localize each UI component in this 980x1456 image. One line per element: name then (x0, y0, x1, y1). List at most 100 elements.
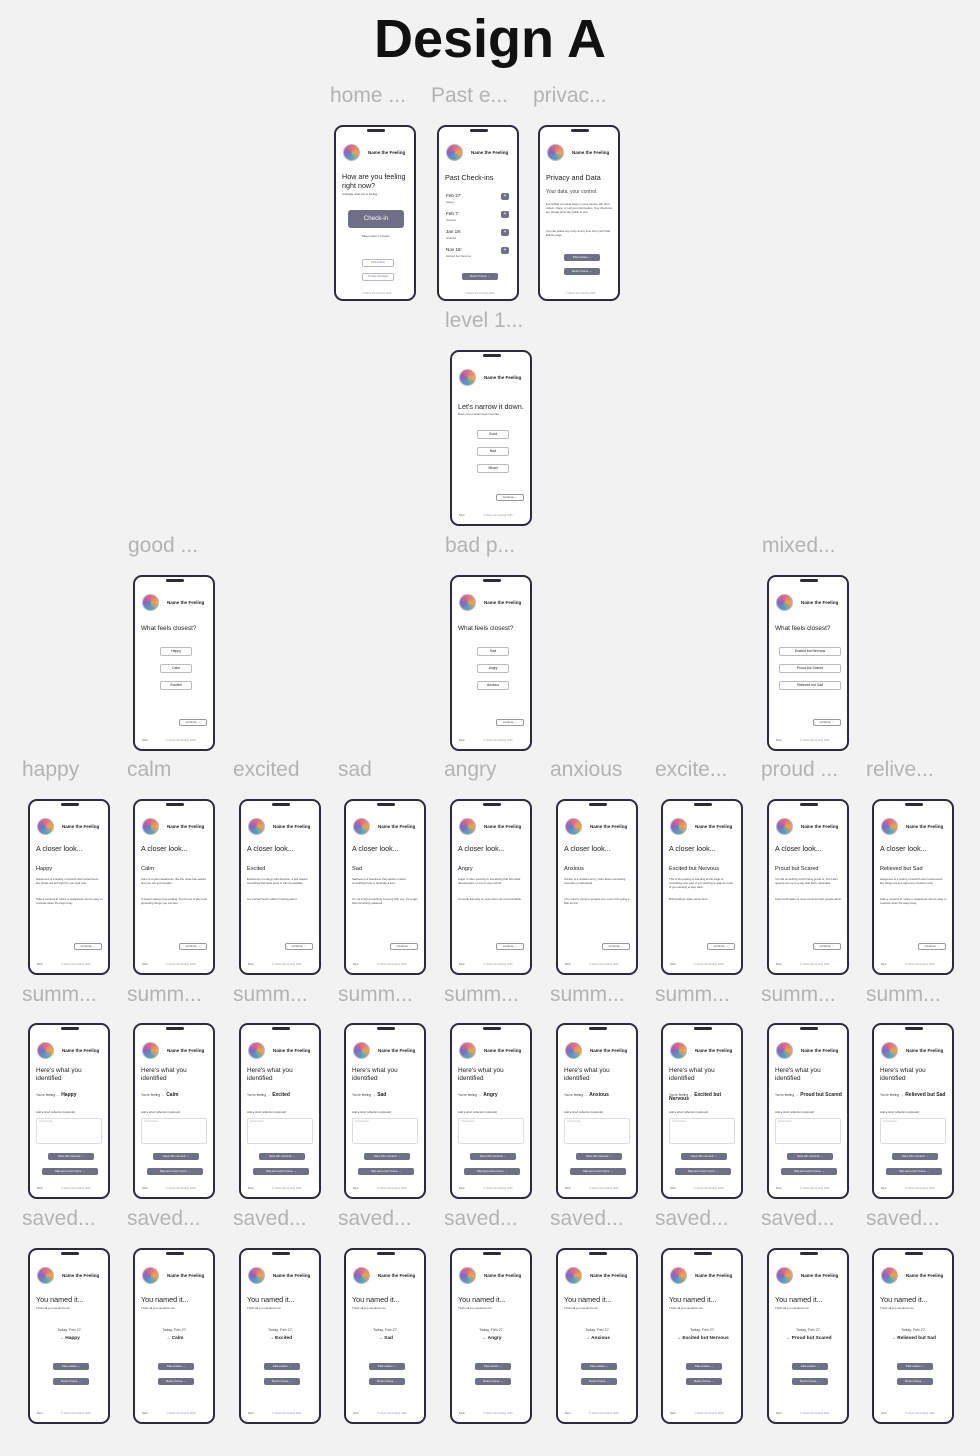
return-home-button[interactable]: Return home → (792, 1378, 828, 1385)
continue-button[interactable]: Continue → (179, 943, 207, 950)
skip-return-button[interactable]: Skip and return home → (253, 1168, 309, 1175)
reflection-input[interactable]: Placeholder (352, 1118, 418, 1144)
back-link[interactable]: Back (459, 739, 465, 742)
option-relieved-but-sad[interactable]: Relieved but Sad (779, 681, 841, 690)
back-link[interactable]: Back (670, 1187, 676, 1190)
past-entries-button[interactable]: Past entries → (564, 254, 600, 261)
back-link[interactable]: Back (881, 1412, 887, 1415)
option-excited-but-nervous[interactable]: Excited but Nervous (779, 647, 841, 656)
return-home-button[interactable]: Return home → (475, 1378, 511, 1385)
back-link[interactable]: Back (142, 739, 148, 742)
past-entries-button[interactable]: Past entries → (475, 1363, 511, 1370)
save-moment-button[interactable]: Save this moment → (681, 1153, 727, 1160)
reflection-input[interactable]: Placeholder (36, 1118, 102, 1144)
option-bad[interactable]: Bad (477, 447, 509, 456)
return-home-button[interactable]: Return home → (369, 1378, 405, 1385)
back-link[interactable]: Back (248, 1187, 254, 1190)
reflection-input[interactable]: Placeholder (669, 1118, 735, 1144)
option-anxious[interactable]: Anxious (477, 681, 509, 690)
continue-button[interactable]: Continue → (918, 943, 946, 950)
skip-return-button[interactable]: Skip and return home → (570, 1168, 626, 1175)
past-entries-button[interactable]: Past entries → (897, 1363, 933, 1370)
back-link[interactable]: Back (459, 514, 465, 517)
continue-button[interactable]: Continue → (74, 943, 102, 950)
back-link[interactable]: Back (565, 1187, 571, 1190)
back-link[interactable]: Back (565, 1412, 571, 1415)
option-angry[interactable]: Angry (477, 664, 509, 673)
save-moment-button[interactable]: Save this moment → (787, 1153, 833, 1160)
back-link[interactable]: Back (776, 1187, 782, 1190)
return-home-button[interactable]: Return home → (686, 1378, 722, 1385)
past-entries-button[interactable]: Past entries → (369, 1363, 405, 1370)
reflection-input[interactable]: Placeholder (247, 1118, 313, 1144)
back-link[interactable]: Back (776, 1412, 782, 1415)
back-link[interactable]: Back (881, 963, 887, 966)
expand-entry-button[interactable]: + (501, 193, 509, 200)
skip-return-button[interactable]: Skip and return home → (781, 1168, 837, 1175)
save-moment-button[interactable]: Save this moment → (470, 1153, 516, 1160)
skip-return-button[interactable]: Skip and return home → (464, 1168, 520, 1175)
past-entries-button[interactable]: Past entries → (686, 1363, 722, 1370)
back-link[interactable]: Back (670, 963, 676, 966)
skip-return-button[interactable]: Skip and return home → (675, 1168, 731, 1175)
back-link[interactable]: Back (670, 1412, 676, 1415)
past-entries-button[interactable]: Past entries → (264, 1363, 300, 1370)
continue-button[interactable]: Continue → (813, 719, 841, 726)
back-link[interactable]: Back (459, 963, 465, 966)
option-good[interactable]: Good (477, 430, 509, 439)
option-mixed[interactable]: Mixed (477, 464, 509, 473)
skip-return-button[interactable]: Skip and return home → (147, 1168, 203, 1175)
back-link[interactable]: Back (142, 1412, 148, 1415)
return-home-button[interactable]: Return home → (897, 1378, 933, 1385)
continue-button[interactable]: Continue → (496, 494, 524, 501)
back-link[interactable]: Back (353, 1412, 359, 1415)
expand-entry-button[interactable]: + (501, 247, 509, 254)
save-moment-button[interactable]: Save this moment → (48, 1153, 94, 1160)
back-link[interactable]: Back (353, 963, 359, 966)
return-home-button[interactable]: Return home → (564, 268, 600, 275)
reflection-input[interactable]: Placeholder (775, 1118, 841, 1144)
past-entries-link[interactable]: Past entries (362, 259, 394, 267)
option-excited[interactable]: Excited (160, 681, 192, 690)
continue-button[interactable]: Continue → (390, 943, 418, 950)
checkin-button[interactable]: Check-in (348, 210, 404, 228)
skip-return-button[interactable]: Skip and return home → (358, 1168, 414, 1175)
back-link[interactable]: Back (248, 1412, 254, 1415)
continue-button[interactable]: Continue → (285, 943, 313, 950)
back-link[interactable]: Back (459, 1412, 465, 1415)
back-link[interactable]: Back (142, 963, 148, 966)
save-moment-button[interactable]: Save this moment → (259, 1153, 305, 1160)
return-home-button[interactable]: Return home → (581, 1378, 617, 1385)
back-link[interactable]: Back (776, 963, 782, 966)
back-link[interactable]: Back (37, 1187, 43, 1190)
return-home-button[interactable]: Return home → (264, 1378, 300, 1385)
past-entries-button[interactable]: Past entries → (581, 1363, 617, 1370)
continue-button[interactable]: Continue → (707, 943, 735, 950)
reflection-input[interactable]: Placeholder (880, 1118, 946, 1144)
expand-entry-button[interactable]: + (501, 229, 509, 236)
save-moment-button[interactable]: Save this moment → (576, 1153, 622, 1160)
back-link[interactable]: Back (37, 1412, 43, 1415)
back-link[interactable]: Back (37, 963, 43, 966)
option-sad[interactable]: Sad (477, 647, 509, 656)
back-link[interactable]: Back (248, 963, 254, 966)
continue-button[interactable]: Continue → (179, 719, 207, 726)
return-home-button[interactable]: Return home → (462, 273, 498, 280)
back-link[interactable]: Back (459, 1187, 465, 1190)
return-home-button[interactable]: Return home → (158, 1378, 194, 1385)
save-moment-button[interactable]: Save this moment → (892, 1153, 938, 1160)
back-link[interactable]: Back (353, 1187, 359, 1190)
save-moment-button[interactable]: Save this moment → (153, 1153, 199, 1160)
past-entries-button[interactable]: Past entries → (158, 1363, 194, 1370)
continue-button[interactable]: Continue → (602, 943, 630, 950)
reflection-input[interactable]: Placeholder (458, 1118, 524, 1144)
return-home-button[interactable]: Return home → (53, 1378, 89, 1385)
back-link[interactable]: Back (565, 963, 571, 966)
past-entries-button[interactable]: Past entries → (792, 1363, 828, 1370)
option-calm[interactable]: Calm (160, 664, 192, 673)
reflection-input[interactable]: Placeholder (564, 1118, 630, 1144)
back-link[interactable]: Back (776, 739, 782, 742)
past-entries-button[interactable]: Past entries → (53, 1363, 89, 1370)
back-link[interactable]: Back (881, 1187, 887, 1190)
privacy-link[interactable]: Privacy and Data (362, 273, 394, 281)
